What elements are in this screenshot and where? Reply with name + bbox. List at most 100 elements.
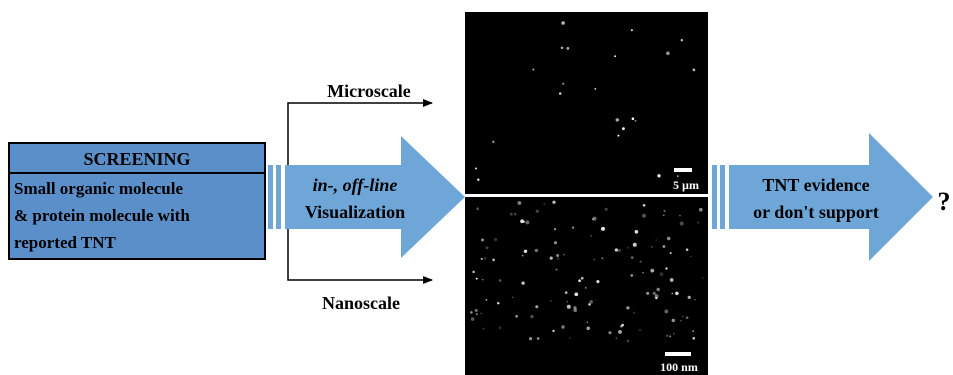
particle-dot: [591, 218, 594, 221]
particle-dot: [662, 245, 666, 248]
question-mark: ?: [938, 187, 951, 216]
particle-dot: [630, 29, 633, 32]
nanoscale-scale-bar: [665, 352, 691, 356]
particle-dot: [618, 249, 621, 252]
nanoscale-particles: [470, 200, 704, 343]
particle-dot: [646, 291, 650, 295]
particle-dot: [578, 279, 581, 282]
particle-dot: [630, 274, 634, 277]
visualization-arrow-stripe-1: [268, 165, 273, 229]
particle-dot: [664, 309, 669, 314]
particle-dot: [659, 272, 664, 277]
particle-dot: [680, 319, 682, 322]
nanoscale-micrograph: [465, 197, 708, 375]
nanoscale-scale-label: 100 nm: [660, 360, 698, 374]
particle-dot: [482, 278, 484, 281]
branch-connectors: Microscale Nanoscale: [287, 81, 433, 313]
screening-box: SCREENING Small organic molecule & prote…: [8, 142, 266, 260]
particle-dot: [697, 221, 700, 224]
particle-dot: [560, 46, 564, 50]
particle-dot: [632, 242, 637, 247]
particle-dot: [535, 209, 539, 213]
particle-dot: [573, 308, 578, 313]
particle-dot: [492, 258, 495, 262]
particle-dot: [477, 178, 480, 181]
particle-dot: [559, 92, 562, 95]
screening-box-frame: [8, 142, 266, 260]
particle-dot: [554, 241, 557, 245]
particle-dot: [665, 334, 669, 337]
particle-dot: [552, 200, 556, 204]
particle-dot: [632, 311, 635, 314]
particle-dot: [626, 339, 630, 343]
particle-dot: [556, 253, 560, 258]
particle-dot: [666, 51, 670, 56]
particle-dot: [472, 270, 475, 274]
particle-dot: [556, 257, 560, 260]
particle-dot: [497, 302, 500, 305]
particle-dot: [652, 291, 656, 295]
particle-dot: [650, 245, 653, 248]
particle-dot: [475, 277, 478, 280]
particle-dot: [485, 298, 488, 301]
particle-dot: [638, 329, 642, 332]
particle-dot: [521, 254, 524, 257]
particle-dot: [480, 312, 483, 315]
microscale-particles: [475, 21, 696, 181]
particle-dot: [523, 249, 528, 254]
particle-dot: [702, 277, 704, 279]
particle-dot: [663, 209, 666, 213]
screening-line-3: reported TNT: [14, 233, 117, 252]
particle-dot: [592, 216, 597, 221]
particle-dot: [671, 292, 674, 295]
particle-dot: [614, 248, 619, 252]
particle-dot: [685, 316, 689, 320]
particle-dot: [593, 258, 596, 261]
particle-dot: [566, 304, 571, 309]
particle-dot: [555, 268, 558, 271]
screening-header: SCREENING: [83, 149, 190, 169]
particle-dot: [615, 118, 620, 122]
particle-dot: [470, 311, 473, 314]
particle-dot: [550, 299, 553, 302]
visualization-line-1: in-, off-line: [313, 175, 398, 195]
particle-dot: [679, 214, 681, 217]
particle-dot: [553, 228, 557, 231]
particle-dot: [498, 326, 502, 330]
visualization-arrow-stripe-2: [276, 165, 281, 229]
particle-dot: [601, 257, 604, 260]
micrograph-panel: 5 µm 100 nm: [465, 12, 708, 375]
particle-dot: [564, 291, 568, 294]
microscale-micrograph: [465, 12, 708, 194]
particle-dot: [476, 207, 480, 211]
particle-dot: [617, 134, 620, 137]
particle-dot: [677, 175, 679, 177]
particle-dot: [475, 167, 477, 170]
particle-dot: [513, 212, 517, 216]
particle-dot: [586, 326, 590, 331]
particle-dot: [650, 268, 655, 273]
particle-dot: [642, 271, 644, 274]
particle-dot: [666, 236, 671, 241]
screening-line-2: & protein molecule with: [14, 206, 190, 225]
particle-dot: [521, 281, 525, 285]
particle-dot: [566, 47, 570, 50]
particle-dot: [474, 308, 478, 312]
particle-dot: [655, 296, 658, 300]
particle-dot: [566, 301, 569, 303]
particle-dot: [631, 256, 634, 259]
particle-dot: [595, 299, 597, 301]
particle-dot: [680, 39, 683, 42]
particle-dot: [470, 317, 475, 321]
particle-dot: [604, 207, 608, 211]
particle-dot: [515, 315, 518, 318]
particle-dot: [620, 325, 623, 328]
particle-dot: [492, 140, 495, 143]
particle-dot: [675, 291, 679, 296]
particle-dot: [596, 280, 600, 284]
particle-dot: [642, 204, 646, 207]
particle-dot: [627, 247, 629, 249]
particle-dot: [536, 337, 540, 340]
particle-dot: [543, 202, 546, 205]
